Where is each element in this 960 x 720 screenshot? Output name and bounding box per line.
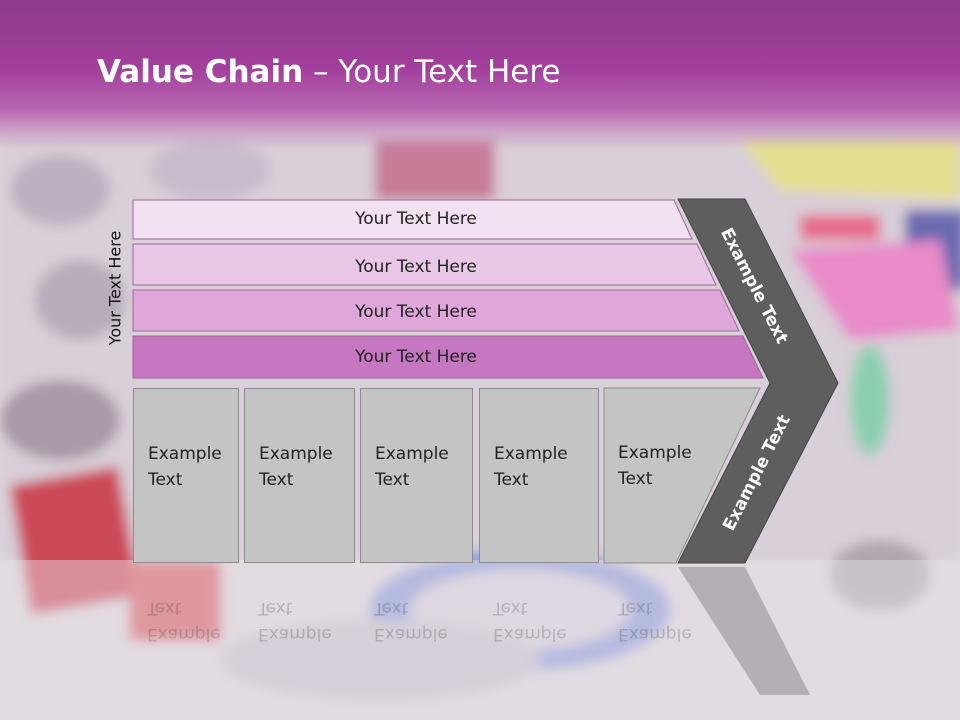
row-bar-1: [132, 199, 693, 240]
title-rest: – Your Text Here: [303, 54, 561, 90]
row-bar-2: [132, 243, 717, 286]
row-bar-4: [132, 335, 764, 379]
reflection-text: Example Text: [147, 598, 221, 644]
stage-reflection-1: Example Text: [133, 565, 239, 685]
stage-cell-label: Example Text: [494, 444, 568, 490]
stage-cell-3: Example Text: [360, 388, 473, 563]
stage-reflection-2: Example Text: [244, 565, 355, 685]
header-band: [0, 0, 960, 150]
row-label-3: Your Text Here: [355, 302, 477, 322]
row-label-1: Your Text Here: [355, 209, 477, 229]
stage-reflection-5: Example Text: [604, 565, 704, 685]
stage-cell-label: Example Text: [618, 443, 692, 489]
stage-cell-label: Example Text: [148, 444, 222, 490]
last-cell-shape: [603, 387, 761, 564]
chevron-reflection: [678, 567, 810, 695]
stage-cell-1: Example Text: [133, 388, 239, 563]
stage-reflection-4: Example Text: [479, 565, 599, 685]
stage-cell-2: Example Text: [244, 388, 355, 563]
row-label-2: Your Text Here: [355, 257, 477, 277]
reflection-text: Example Text: [618, 598, 692, 644]
stage-reflection-3: Example Text: [360, 565, 473, 685]
row-bar-3: [132, 289, 740, 332]
stage-cell-label: Example Text: [259, 444, 333, 490]
page-title: Value Chain – Your Text Here: [97, 54, 560, 90]
chevron-arrow: [677, 198, 839, 564]
reflection-text: Example Text: [493, 598, 567, 644]
title-bold: Value Chain: [97, 54, 304, 90]
reflection-text: Example Text: [374, 598, 448, 644]
stage-cell-4: Example Text: [479, 388, 599, 563]
row-label-4: Your Text Here: [355, 347, 477, 367]
reflection-text: Example Text: [258, 598, 332, 644]
stage-cell-label: Example Text: [375, 444, 449, 490]
